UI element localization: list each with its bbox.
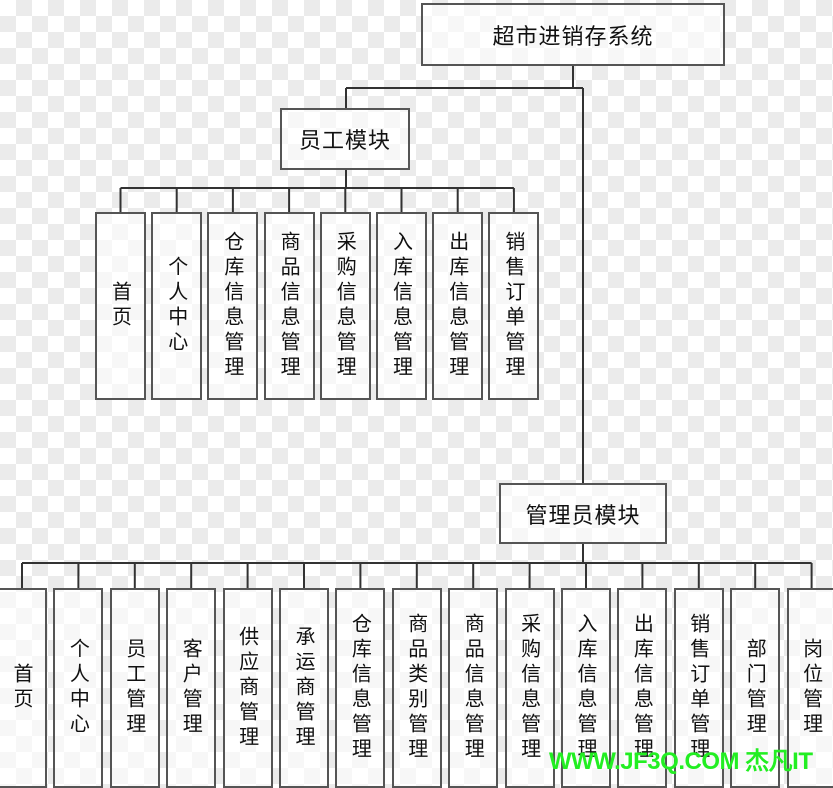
admin-module-item-label: 承运商管理 <box>292 625 316 751</box>
employee-module-item-label: 入库信息管理 <box>389 231 414 381</box>
employee-module-item-label: 商品信息管理 <box>277 231 302 381</box>
employee-module-item-label: 个人中心 <box>164 256 189 356</box>
admin-module-item: 仓库信息管理 <box>335 588 386 788</box>
watermark: WWW.JF3Q.COM 杰凡IT <box>549 748 813 775</box>
admin-module-item-label: 商品信息管理 <box>461 613 486 763</box>
employee-module-item: 出库信息管理 <box>432 212 484 400</box>
admin-module-item-label: 仓库信息管理 <box>348 613 373 763</box>
admin-module-item: 首页 <box>0 588 47 788</box>
employee-module-item: 入库信息管理 <box>376 212 427 400</box>
admin-module-item: 商品信息管理 <box>448 588 499 788</box>
admin-module-item-label: 入库信息管理 <box>574 613 598 763</box>
admin-module-item-label: 部门管理 <box>743 638 768 738</box>
admin-module-item-label: 供应商管理 <box>235 625 260 751</box>
admin-module-item-label: 采购信息管理 <box>517 613 542 763</box>
employee-module-item: 销售订单管理 <box>488 212 540 400</box>
admin-module-item-label: 商品类别管理 <box>404 613 429 763</box>
root-node: 超市进销存系统 <box>421 3 725 66</box>
employee-module-item: 首页 <box>95 212 146 400</box>
admin-module-item: 商品类别管理 <box>391 588 442 788</box>
admin-module-item: 出库信息管理 <box>617 588 668 788</box>
employee-module-item: 采购信息管理 <box>319 212 371 400</box>
admin-module-item: 个人中心 <box>53 588 104 788</box>
employee-module-item-label: 出库信息管理 <box>445 231 470 381</box>
admin-module-item-label: 首页 <box>10 663 34 713</box>
admin-module-item: 采购信息管理 <box>504 588 555 788</box>
admin-module-item: 入库信息管理 <box>561 588 611 788</box>
admin-module-item: 销售订单管理 <box>673 588 724 788</box>
employee-module-node: 员工模块 <box>280 108 410 170</box>
admin-module-item-label: 个人中心 <box>66 638 91 738</box>
employee-module-item: 仓库信息管理 <box>207 212 259 400</box>
admin-module-item-label: 员工管理 <box>122 638 147 738</box>
employee-module-item-label: 首页 <box>108 281 133 331</box>
admin-module-label: 管理员模块 <box>525 503 641 529</box>
admin-module-item-label: 岗位管理 <box>799 638 824 738</box>
admin-module-item-label: 客户管理 <box>179 638 204 738</box>
employee-module-item-label: 采购信息管理 <box>333 231 358 381</box>
admin-module-item: 员工管理 <box>109 588 160 788</box>
employee-module-item: 商品信息管理 <box>263 212 315 400</box>
admin-module-item: 客户管理 <box>166 588 217 788</box>
admin-module-node: 管理员模块 <box>499 483 667 544</box>
admin-module-item: 供应商管理 <box>222 588 273 788</box>
admin-module-item: 承运商管理 <box>279 588 329 788</box>
employee-module-label: 员工模块 <box>298 129 391 154</box>
employee-module-item-label: 销售订单管理 <box>501 231 526 381</box>
root-label: 超市进销存系统 <box>492 24 654 50</box>
admin-module-item-label: 销售订单管理 <box>686 613 711 763</box>
admin-module-item: 岗位管理 <box>786 588 833 788</box>
admin-module-item: 部门管理 <box>730 588 781 788</box>
employee-module-item-label: 仓库信息管理 <box>220 231 245 381</box>
employee-module-item: 个人中心 <box>151 212 203 400</box>
admin-module-item-label: 出库信息管理 <box>630 613 655 763</box>
